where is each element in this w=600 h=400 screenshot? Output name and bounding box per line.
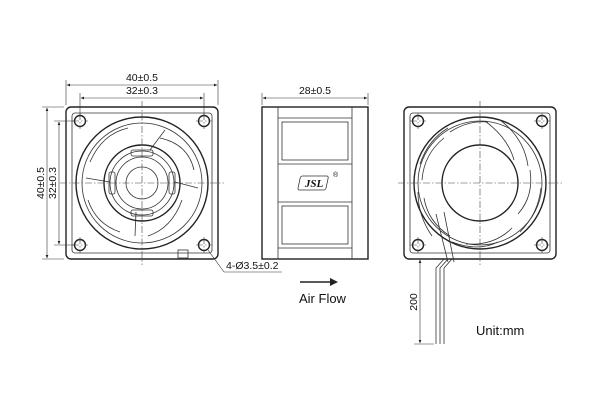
side-depth-label: 28±0.5 — [299, 85, 331, 97]
cable-length-label: 200 — [408, 293, 420, 311]
side-logo-text: JSL — [304, 178, 324, 190]
rear-cable-wires — [435, 258, 453, 344]
front-height-outer-label: 40±0.5 — [35, 167, 47, 199]
rear-view: 200 — [398, 101, 562, 345]
unit-label: Unit:mm — [476, 323, 524, 338]
front-width-hole-label: 32±0.3 — [126, 85, 158, 97]
front-height-hole-label: 32±0.3 — [47, 167, 59, 199]
front-width-outer-label: 40±0.5 — [126, 72, 158, 84]
mounting-hole-label: 4-Ø3.5±0.2 — [226, 260, 279, 272]
front-view: 40±0.5 32±0.3 40±0.5 32±0.3 4-Ø3.5±0.2 — [35, 72, 282, 273]
rear-cable-strut — [435, 211, 455, 263]
side-logo-box — [297, 175, 329, 191]
airflow-indicator: Air Flow — [299, 278, 347, 306]
side-upper-window — [281, 121, 349, 161]
side-registered-mark: ® — [333, 171, 339, 179]
mounting-hole-leader — [207, 249, 225, 273]
airflow-label: Air Flow — [299, 291, 347, 306]
front-cable-tab — [177, 249, 189, 259]
rear-blades — [417, 119, 542, 248]
side-view: JSL ® 28±0.5 — [261, 85, 369, 260]
side-body-outline — [261, 106, 369, 260]
side-lower-window — [281, 205, 349, 245]
